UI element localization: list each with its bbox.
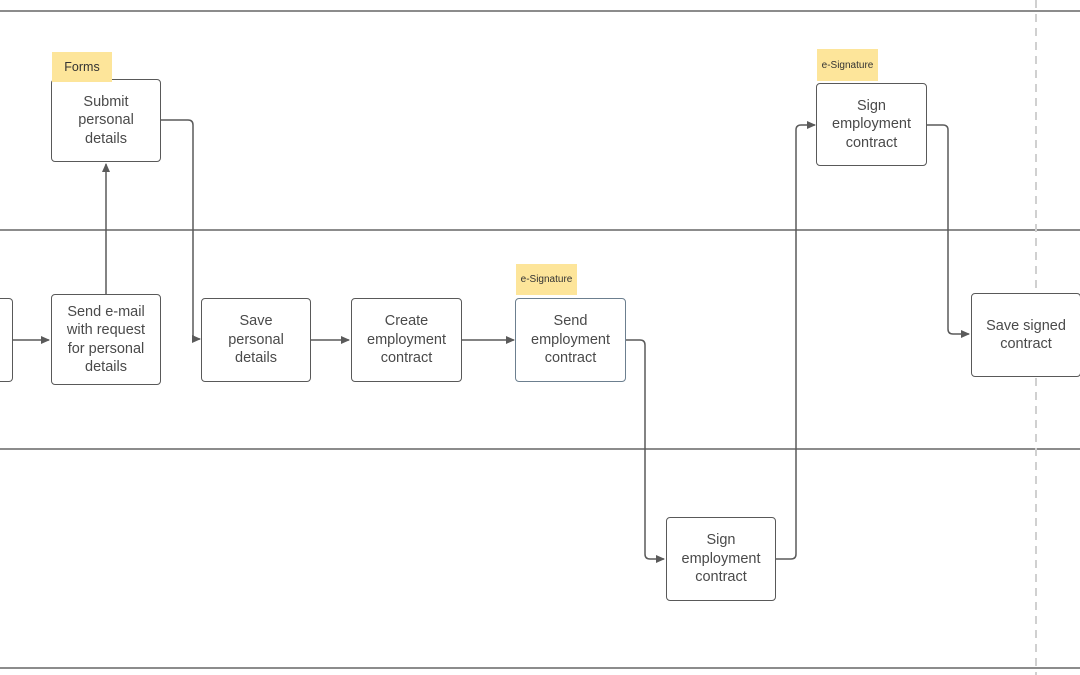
- esignature-tag-send: e-Signature: [516, 264, 577, 295]
- send-email-node[interactable]: Send e-mail with request for personal de…: [51, 294, 161, 385]
- save-signed-node[interactable]: Save signed contract: [971, 293, 1080, 377]
- sign-contract-bottom-node[interactable]: Sign employment contract: [666, 517, 776, 601]
- connector-send-to-sign-bottom: [626, 339, 665, 563]
- connector-sign-top-to-save-signed: [927, 124, 970, 338]
- forms-tag: Forms: [52, 52, 112, 82]
- connector-sign-bottom-to-sign-top: [776, 121, 816, 560]
- partial-node-left[interactable]: [0, 298, 13, 382]
- submit-details-node[interactable]: Submit personal details: [51, 79, 161, 162]
- save-details-node[interactable]: Save personal details: [201, 298, 311, 382]
- esignature-tag-sign: e-Signature: [817, 49, 878, 81]
- send-contract-node[interactable]: Send employment contract: [515, 298, 626, 382]
- sign-contract-top-node[interactable]: Sign employment contract: [816, 83, 927, 166]
- create-contract-node[interactable]: Create employment contract: [351, 298, 462, 382]
- connector-submit-to-save: [161, 119, 201, 343]
